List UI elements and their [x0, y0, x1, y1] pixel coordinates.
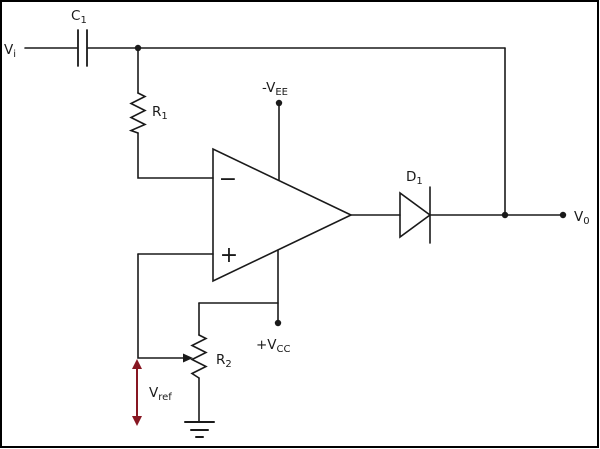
terminal-dot-vee: [275, 99, 283, 107]
resistor-r2-icon: [190, 334, 208, 379]
opamp-inverting-sign: −: [219, 167, 237, 192]
diode-icon: [399, 191, 432, 239]
junction-dot-output: [501, 211, 509, 219]
wire-inverting-input: [137, 132, 214, 179]
vref-arrowhead-up: [132, 359, 142, 369]
label-resistor-r2: R2: [216, 352, 232, 370]
label-input-vi: Vi: [4, 42, 16, 60]
opamp-noninverting-sign: +: [220, 243, 238, 268]
terminal-dot-output: [559, 211, 567, 219]
vref-arrow-icon: [132, 359, 142, 426]
resistor-r1-icon: [128, 92, 147, 134]
wire-to-wiper: [137, 253, 185, 359]
terminal-dot-vcc: [274, 319, 282, 327]
wiper-arrowhead-icon: [183, 353, 193, 363]
label-diode-d1: D1: [406, 169, 423, 187]
vref-arrowhead-down: [132, 416, 142, 426]
label-positive-supply-vcc: +VCC: [256, 337, 291, 355]
capacitor-icon: [77, 29, 88, 67]
opamp-triangle: [212, 147, 353, 283]
label-reference-vref: Vref: [149, 385, 172, 403]
label-capacitor-c1: C1: [71, 8, 87, 26]
label-output-v0: V0: [574, 209, 590, 227]
label-negative-supply-vee: -VEE: [262, 80, 288, 98]
junction-dot-input: [134, 44, 142, 52]
label-resistor-r1: R1: [152, 104, 168, 122]
ground-icon: [184, 421, 215, 438]
